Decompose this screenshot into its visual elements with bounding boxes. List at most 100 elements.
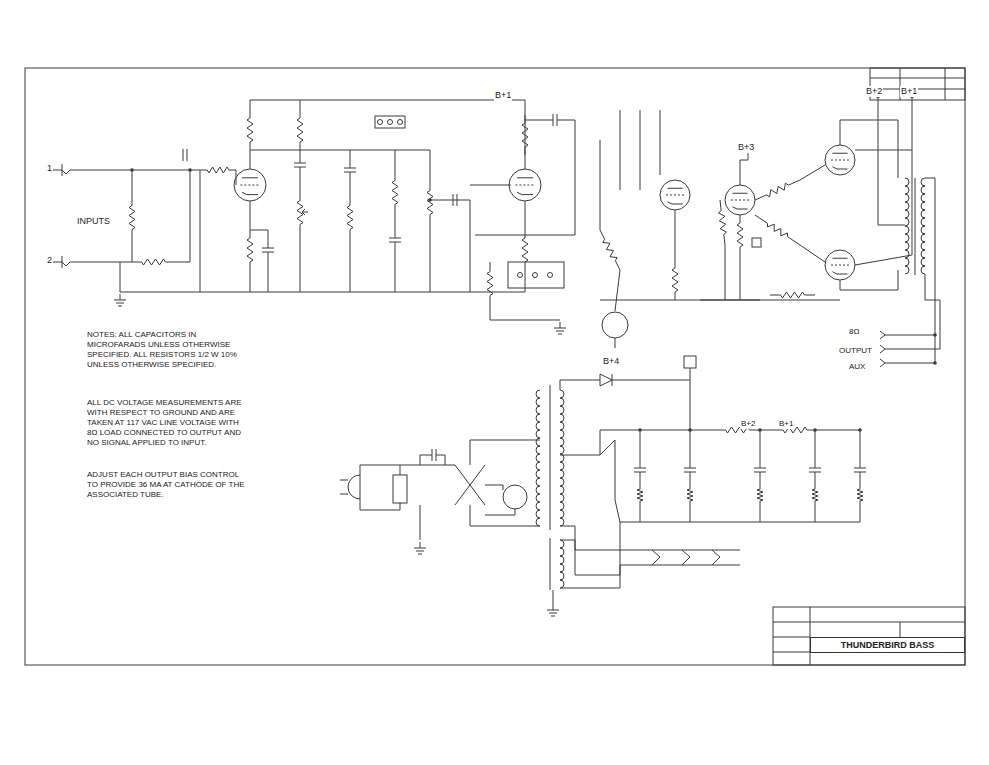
- label-holder: B+3: [737, 136, 755, 154]
- tube-grid: [831, 265, 849, 266]
- junction-dot: [428, 198, 432, 202]
- wire: [250, 270, 251, 292]
- wire: [340, 494, 348, 495]
- wire: [250, 150, 251, 169]
- junction-dot: [130, 168, 134, 172]
- terminal: [388, 120, 393, 125]
- signal-label: OUTPUT: [838, 346, 873, 356]
- signal-label: INPUTS: [76, 216, 111, 227]
- wire: [660, 110, 661, 175]
- tube-symbol: [509, 169, 541, 201]
- wire: [268, 252, 269, 292]
- revision-line: [870, 78, 965, 79]
- resistor-symbol: [770, 292, 815, 298]
- resistor-symbol: [392, 170, 398, 215]
- wire: [725, 245, 726, 300]
- capacitor-symbol: [634, 468, 646, 469]
- label-holder: NOTES: ALL CAPACITORS IN MICROFARADS UNL…: [86, 330, 251, 371]
- tube-cathode: [668, 202, 683, 204]
- wire: [557, 120, 575, 121]
- wire: [560, 565, 740, 588]
- wire: [760, 472, 761, 485]
- tube-cathode: [833, 272, 848, 274]
- wire: [236, 170, 237, 185]
- wire: [800, 165, 825, 180]
- transformer-core: [550, 538, 551, 590]
- title-block-line: [773, 622, 965, 623]
- transformer-winding: [560, 540, 564, 588]
- heater-symbol: [652, 550, 660, 565]
- switch-symbol: [455, 465, 485, 505]
- signal-label: B+1: [778, 419, 794, 429]
- signal-label: B+3: [737, 142, 755, 153]
- signal-label: B+4: [602, 356, 620, 367]
- wire: [860, 472, 861, 485]
- junction-dot: [188, 168, 192, 172]
- wire: [600, 440, 620, 522]
- tube-plate: [833, 258, 848, 259]
- ground-symbol: [553, 604, 554, 610]
- wire: [268, 230, 269, 248]
- wire: [760, 430, 761, 468]
- label-holder: 1: [46, 157, 53, 175]
- ground-symbol: [556, 331, 564, 332]
- wire: [62, 262, 132, 266]
- output-jack: [880, 345, 885, 353]
- ground-symbol: [116, 303, 124, 304]
- wire: [132, 170, 133, 195]
- wire: [760, 430, 775, 431]
- wire: [470, 440, 540, 465]
- resistor-symbol: [200, 167, 236, 173]
- note-text: ALL DC VOLTAGE MEASUREMENTS ARE WITH RES…: [86, 398, 251, 448]
- pilot-lamp: [503, 485, 527, 509]
- output-jack: [880, 359, 885, 367]
- tube-cathode: [242, 192, 258, 194]
- wire: [612, 380, 690, 381]
- wire: [420, 505, 421, 540]
- note-text: NOTES: ALL CAPACITORS IN MICROFARADS UNL…: [86, 330, 251, 370]
- resistor-symbol: [132, 259, 175, 265]
- ground-symbol: [416, 551, 424, 552]
- pot-wiper: [302, 209, 308, 215]
- junction-dot: [688, 428, 692, 432]
- wire: [690, 430, 691, 468]
- note-text: ADJUST EACH OUTPUT BIAS CONTROL TO PROVI…: [86, 470, 251, 500]
- capacitor-symbol: [183, 149, 184, 161]
- junction-dot: [858, 428, 862, 432]
- tube-plate: [242, 177, 258, 178]
- wire: [350, 150, 395, 170]
- resistor-symbol: [247, 110, 253, 150]
- ground-symbol: [114, 300, 126, 301]
- wire: [470, 505, 540, 526]
- lamp-symbol: [602, 312, 628, 338]
- reverb-jack-block: [508, 262, 564, 288]
- resistor-symbol: [427, 180, 433, 225]
- ground-symbol: [547, 610, 559, 611]
- ground-symbol: [414, 548, 426, 549]
- wire: [485, 485, 503, 490]
- wire: [740, 150, 748, 185]
- wire: [640, 430, 641, 468]
- switch-symbol: [455, 465, 485, 505]
- terminal: [548, 273, 553, 278]
- line-plug: [348, 475, 360, 499]
- wire: [620, 110, 621, 190]
- wire: [420, 455, 432, 465]
- tube-plate: [668, 188, 683, 189]
- wire: [840, 270, 898, 290]
- signal-label: B+1: [494, 90, 512, 101]
- wire: [860, 430, 861, 468]
- wire: [600, 140, 601, 230]
- tube-cathode: [833, 167, 848, 169]
- wire: [640, 110, 641, 190]
- wire: [855, 95, 912, 150]
- wire: [175, 170, 190, 262]
- wire: [690, 430, 715, 431]
- wire: [690, 505, 691, 522]
- wire: [800, 245, 825, 262]
- wire: [350, 150, 351, 168]
- wire: [878, 95, 905, 225]
- label-holder: ALL DC VOLTAGE MEASUREMENTS ARE WITH RES…: [86, 398, 251, 449]
- resistor-symbol: [687, 485, 693, 505]
- terminal: [398, 120, 403, 125]
